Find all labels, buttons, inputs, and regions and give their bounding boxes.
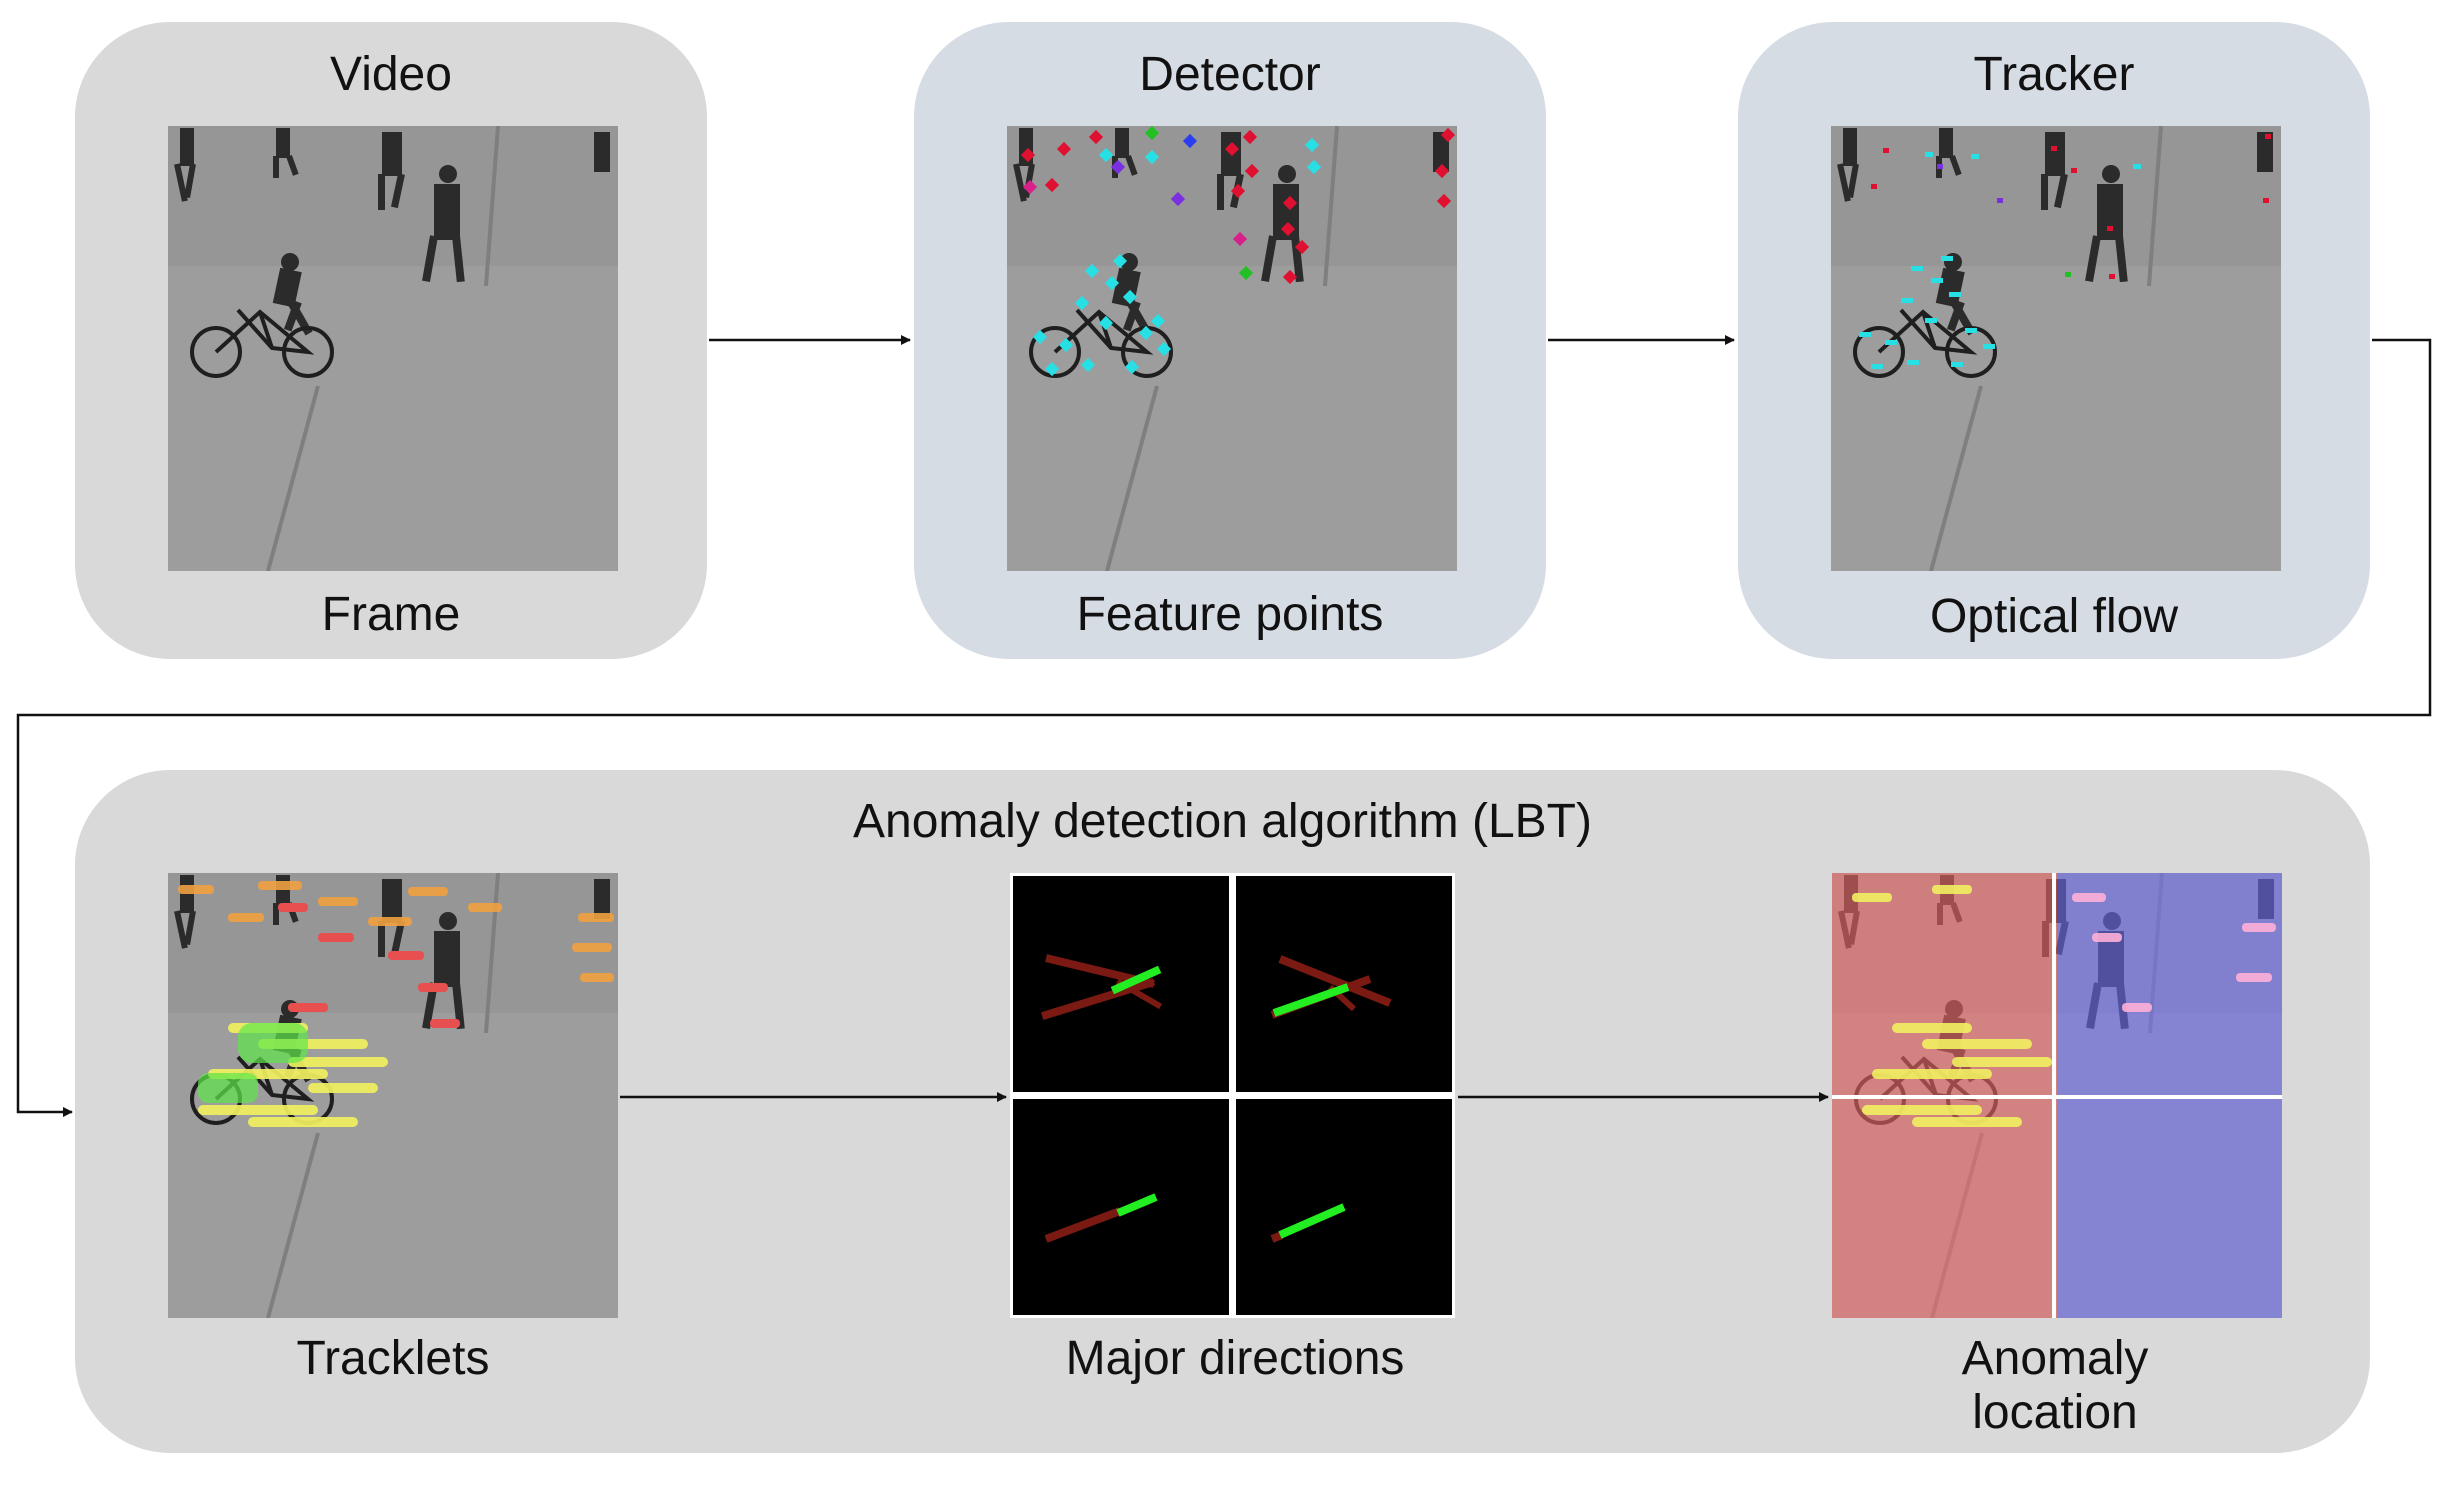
detector-title: Detector xyxy=(1139,48,1321,101)
detector-caption: Feature points xyxy=(1076,588,1384,641)
video-caption: Frame xyxy=(321,588,461,641)
arrow-tracker-to-algorithm xyxy=(16,338,2432,1117)
anomaly-caption: Anomaly location xyxy=(1961,1332,2149,1439)
tracklets-caption: Tracklets xyxy=(296,1332,490,1385)
tracker-caption: Optical flow xyxy=(1929,590,2179,643)
tracker-title: Tracker xyxy=(1973,48,2135,101)
video-frame-image xyxy=(168,126,618,571)
algorithm-title: Anomaly detection algorithm (LBT) xyxy=(853,795,1592,848)
feature-points-image xyxy=(1007,126,1457,571)
tracklets-image xyxy=(168,873,618,1318)
video-title: Video xyxy=(330,48,452,101)
major-directions-image xyxy=(1010,873,1455,1318)
optical-flow-image xyxy=(1831,126,2281,571)
directions-caption: Major directions xyxy=(1065,1332,1405,1385)
anomaly-location-image xyxy=(1832,873,2282,1318)
